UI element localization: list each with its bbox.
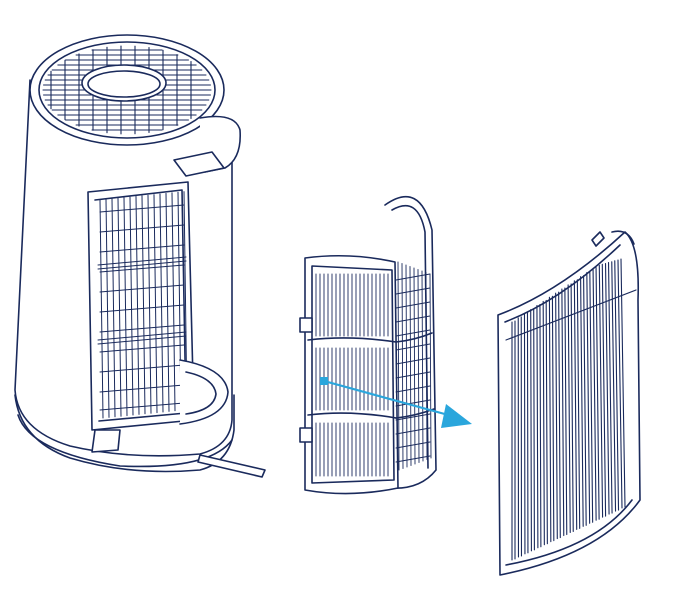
cover-rib [570, 283, 574, 533]
side-pleat-rung [395, 287, 431, 295]
side-pleat [397, 261, 400, 471]
cover-rib [545, 299, 548, 545]
side-pleat-rung [395, 329, 431, 337]
cover-crossbar [505, 289, 637, 341]
cage-bar [153, 194, 158, 414]
cover-rib [573, 280, 578, 530]
cage-bar [159, 193, 164, 413]
filter-clip-top [299, 317, 313, 333]
side-pleat-rung [395, 413, 431, 421]
side-pleat-rung [395, 455, 431, 463]
cover-rib [542, 300, 545, 546]
cover-rib [564, 287, 568, 536]
cage-rung [99, 402, 185, 411]
cage-band [97, 256, 187, 266]
side-pleat-rung [395, 385, 431, 393]
side-pleat [413, 267, 416, 465]
cage-bar [117, 197, 122, 417]
ribbed-front-cover-icon [497, 230, 641, 576]
cover-rib [614, 260, 620, 511]
cage-rung [99, 264, 185, 273]
cage-bar [99, 199, 104, 419]
cover-rib [555, 292, 558, 540]
cover-rib [533, 308, 535, 551]
cage-bar [141, 195, 146, 415]
side-pleat-rung [395, 315, 431, 323]
cage-bar [165, 192, 170, 412]
top-handle-inner [87, 70, 161, 98]
cage-rung [99, 304, 185, 313]
cover-rib [567, 284, 571, 534]
cage-rung [99, 224, 185, 233]
purifier-base-lip [17, 414, 233, 468]
latch [91, 429, 121, 453]
cover-rib [580, 276, 584, 527]
side-pleat-rung [395, 301, 431, 309]
cover-rib [558, 291, 561, 539]
arrow-origin-dot [320, 377, 328, 385]
side-pleat-rung [395, 371, 431, 379]
top-grille [42, 45, 212, 135]
cover-rib [595, 266, 600, 520]
cage-rung [99, 384, 185, 393]
cover-rib [583, 275, 587, 526]
cover-ribs [505, 258, 637, 561]
top-rim-inner [38, 41, 216, 139]
side-pleat-rung [395, 273, 431, 281]
cover-rib [539, 303, 542, 548]
cover-rib [530, 309, 532, 552]
cover-rib [601, 263, 607, 517]
cage-rung [99, 244, 185, 253]
cage-rung [99, 364, 185, 373]
cover-rib [592, 267, 597, 521]
cage-bar [171, 192, 176, 412]
cover-rib [551, 295, 555, 542]
side-pleat-rung [395, 399, 431, 407]
cage-band [97, 331, 187, 341]
cover-rib [611, 261, 617, 512]
cover-rib [598, 264, 604, 518]
cover-tab [591, 231, 605, 247]
cover-rib [576, 279, 581, 529]
side-pleat-rung [395, 441, 431, 449]
air-purifier-body-icon [14, 34, 266, 478]
cage-rung [99, 324, 185, 333]
cover-rib [604, 262, 610, 515]
arrow-head [441, 404, 472, 428]
cover-rib [548, 296, 552, 543]
cage-rung [99, 344, 185, 353]
cage-bar [123, 197, 128, 417]
side-pleat [405, 264, 408, 468]
filter-pleats [315, 261, 432, 477]
cage-band [97, 335, 187, 345]
cover-rib [586, 272, 591, 524]
cage-band [97, 260, 187, 270]
cover-rib [536, 304, 539, 549]
direction-arrow-icon [320, 377, 472, 428]
cage-bar [111, 198, 116, 418]
cage-bar [129, 196, 134, 416]
cover-rib [620, 258, 626, 508]
side-pleat-rung [395, 427, 431, 435]
side-pleat [401, 263, 404, 469]
side-pleat-rung [395, 357, 431, 365]
cover-rib [589, 271, 594, 523]
curved-filter-cartridge-icon [299, 195, 437, 495]
filter-clip-bottom [299, 427, 313, 443]
cover-rib [617, 259, 623, 509]
base-pull-tab [197, 454, 266, 478]
arrow-shaft [323, 379, 453, 418]
side-pleat [409, 266, 412, 466]
cage-bar [105, 198, 110, 418]
cage-bar [147, 194, 152, 414]
cage-rung [99, 204, 185, 213]
side-pleat [429, 273, 432, 459]
cage-rung [99, 284, 185, 293]
cage-bar [135, 195, 140, 415]
side-pleat-rung [395, 343, 431, 351]
cover-rib [561, 288, 565, 537]
cover-rib [607, 261, 613, 514]
